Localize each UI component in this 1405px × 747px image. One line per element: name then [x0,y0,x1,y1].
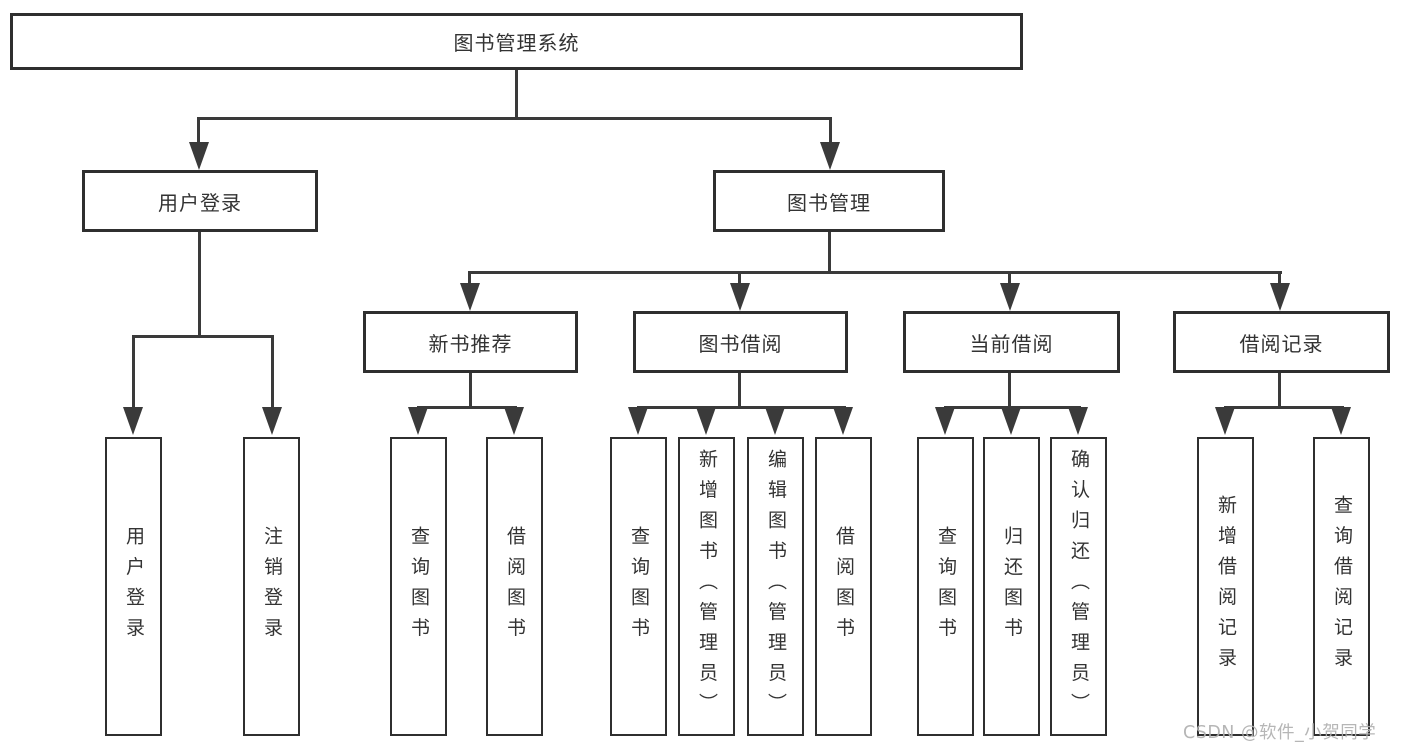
connector-line [132,335,135,407]
connector-line [829,117,832,145]
arrow-down-icon [1270,283,1290,311]
node-book-borrow: 图书借阅 [633,311,848,373]
leaf-label: 确认归还（管理员） [1068,449,1090,724]
connector-line [198,232,201,335]
arrow-down-icon [820,142,840,170]
leaf-label: 查询借阅记录 [1331,495,1353,678]
leaf-label: 注销登录 [261,525,283,648]
arrow-down-icon [123,407,143,435]
connector-line [469,373,472,406]
leaf-borrow-books: 借阅图书 [815,437,872,736]
csdn-watermark: CSDN @软件_小贺同学 [1183,723,1377,743]
node-label: 新书推荐 [428,331,513,356]
leaf-add-books-admin: 新增图书（管理员） [678,437,735,736]
node-book-management-system: 图书管理系统 [10,13,1023,70]
node-new-book-recommend: 新书推荐 [363,311,578,373]
connector-line [637,406,846,409]
connector-line [1278,373,1281,406]
connector-line [132,335,274,338]
connector-line [417,406,517,409]
node-label: 图书管理 [787,190,871,215]
leaf-label: 借阅图书 [833,525,855,648]
connector-line [197,117,200,145]
connector-line [738,373,741,406]
leaf-logout-login: 注销登录 [243,437,300,736]
leaf-add-borrow-record: 新增借阅记录 [1197,437,1254,736]
node-label: 借阅记录 [1239,331,1324,356]
leaf-query-books-current: 查询图书 [917,437,974,736]
arrow-down-icon [1068,407,1088,435]
arrow-down-icon [189,142,209,170]
arrow-down-icon [408,407,428,435]
node-current-borrow: 当前借阅 [903,311,1120,373]
leaf-borrow-books-recommend: 借阅图书 [486,437,543,736]
arrow-down-icon [628,407,648,435]
connector-line [1008,271,1011,285]
arrow-down-icon [1001,407,1021,435]
connector-line [1224,406,1344,409]
leaf-query-books-borrow: 查询图书 [610,437,667,736]
node-user-login: 用户登录 [82,170,318,232]
leaf-confirm-return-admin: 确认归还（管理员） [1050,437,1107,736]
leaf-query-borrow-record: 查询借阅记录 [1313,437,1370,736]
connector-line [271,335,274,407]
arrow-down-icon [765,407,785,435]
leaf-label: 查询图书 [408,525,430,648]
leaf-query-books-recommend: 查询图书 [390,437,447,736]
connector-line [197,117,832,120]
arrow-down-icon [1331,407,1351,435]
leaf-label: 查询图书 [935,525,957,648]
connector-line [468,271,471,285]
arrow-down-icon [460,283,480,311]
node-label: 用户登录 [158,190,242,215]
leaf-label: 用户登录 [123,525,145,648]
leaf-label: 归还图书 [1001,525,1023,648]
leaf-label: 新增图书（管理员） [696,449,718,724]
arrow-down-icon [935,407,955,435]
arrow-down-icon [504,407,524,435]
connector-line [738,271,741,285]
arrow-down-icon [696,407,716,435]
arrow-down-icon [1000,283,1020,311]
arrow-down-icon [730,283,750,311]
leaf-return-books: 归还图书 [983,437,1040,736]
connector-line [1278,271,1281,285]
arrow-down-icon [262,407,282,435]
connector-line [515,70,518,117]
node-label: 图书借阅 [698,331,783,356]
connector-line [469,271,1282,274]
node-book-management: 图书管理 [713,170,945,232]
leaf-label: 编辑图书（管理员） [765,449,787,724]
leaf-label: 新增借阅记录 [1215,495,1237,678]
leaf-label: 借阅图书 [504,525,526,648]
leaf-user-login: 用户登录 [105,437,162,736]
leaf-edit-books-admin: 编辑图书（管理员） [747,437,804,736]
arrow-down-icon [1215,407,1235,435]
connector-line [1008,373,1011,406]
arrow-down-icon [833,407,853,435]
node-label: 图书管理系统 [453,31,580,55]
connector-line [828,232,831,271]
node-borrow-records: 借阅记录 [1173,311,1390,373]
node-label: 当前借阅 [969,331,1054,356]
leaf-label: 查询图书 [628,525,650,648]
